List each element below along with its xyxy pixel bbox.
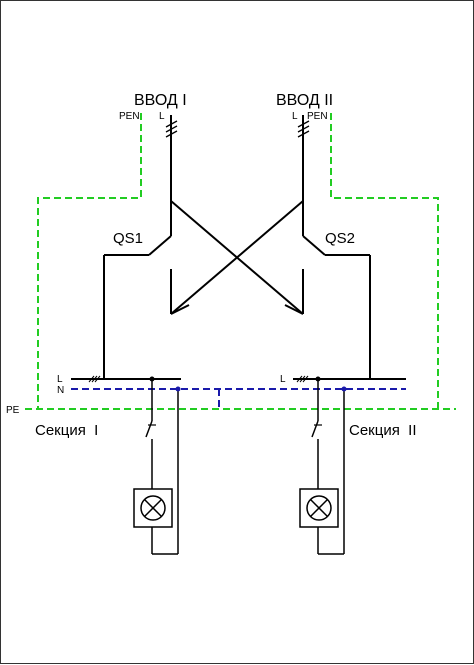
pe-conductor (25, 113, 456, 410)
n-conductor (71, 388, 406, 409)
bus-l-right-label: L (280, 374, 286, 385)
pe-label: PE (6, 405, 20, 416)
bus-n-label: N (57, 385, 64, 396)
qs1-label: QS1 (113, 230, 143, 247)
pen-left-label: PEN (119, 111, 140, 122)
section-1-label: Секция I (35, 422, 98, 439)
input-2-label: ВВОД II (276, 92, 333, 109)
l-right-label: L (292, 111, 298, 122)
phase-wiring (71, 115, 406, 555)
bus-l-left-label: L (57, 374, 63, 385)
junction-dots (149, 376, 347, 392)
pen-right-label: PEN (307, 111, 328, 122)
section-2-label: Секция II (349, 422, 417, 439)
l-left-label: L (159, 111, 165, 122)
qs2-label: QS2 (325, 230, 355, 247)
input-1-label: ВВОД I (134, 92, 187, 109)
